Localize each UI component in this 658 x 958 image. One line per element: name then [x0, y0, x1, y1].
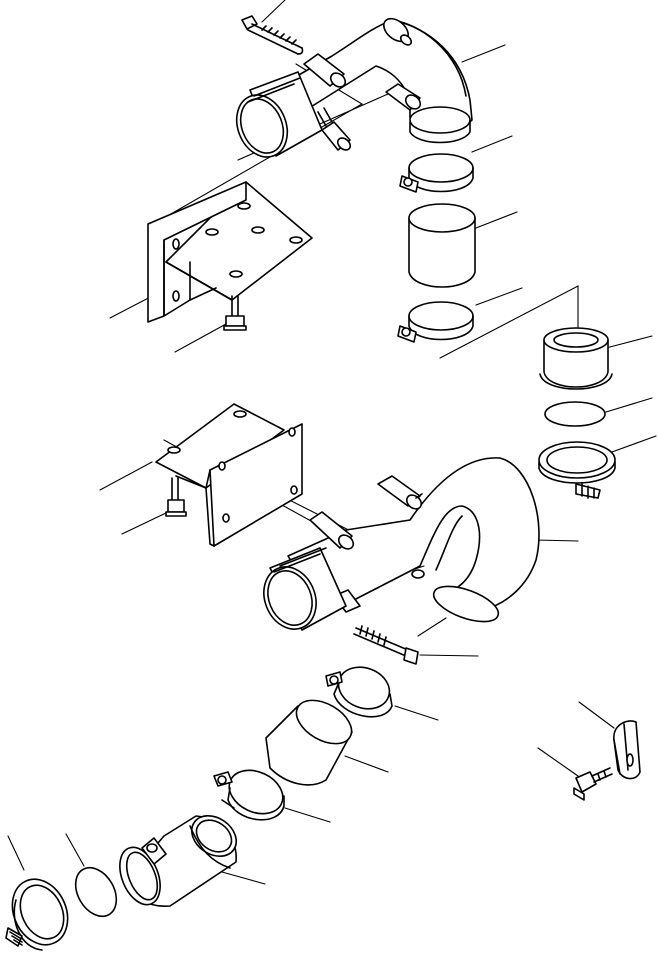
lower-bolt [353, 625, 419, 665]
leader-lines [7, 0, 657, 885]
leader-line [65, 833, 85, 867]
leader-line [475, 287, 523, 306]
lower-hose-clamp-top [325, 666, 393, 718]
leader-line [471, 135, 513, 153]
leader-line [534, 539, 579, 542]
upper-hose-clamp-bottom [397, 301, 474, 343]
lower-bracket [155, 403, 303, 547]
lower-elbow-pipe [263, 457, 540, 631]
leader-line [475, 211, 518, 229]
bottom-elbow-adapter [119, 815, 238, 907]
leader-line [419, 654, 479, 657]
clip-bolt [573, 767, 613, 801]
bottom-gasket [74, 866, 118, 918]
leader-line [344, 755, 389, 773]
leader-line [99, 461, 153, 491]
leader-line [537, 747, 579, 777]
upper-hose-sleeve [408, 203, 476, 288]
bottom-v-clamp [5, 878, 69, 951]
lower-bracket-bolt [165, 477, 187, 517]
assembly-line [439, 285, 579, 359]
leader-line [605, 335, 653, 349]
leader-line [605, 397, 653, 413]
upper-elbow-pipe [235, 17, 473, 158]
upper-bolt [241, 15, 304, 55]
leader-line [261, 0, 286, 23]
leader-line [121, 511, 169, 535]
leader-line [7, 835, 25, 871]
leader-line [611, 435, 657, 453]
upper-bracket [147, 181, 313, 323]
leader-line [221, 871, 266, 885]
right-adapter-flange [539, 327, 613, 390]
leader-line [417, 617, 447, 637]
leader-line [284, 807, 331, 823]
leader-line [394, 705, 439, 721]
clip [613, 720, 641, 780]
right-gasket [544, 401, 606, 427]
upper-bracket-bolt [223, 295, 247, 331]
lower-hose-clamp-bottom [213, 769, 285, 821]
right-v-clamp [538, 441, 616, 499]
leader-line [578, 701, 615, 729]
leader-line [461, 44, 506, 63]
leader-line [174, 323, 227, 353]
lower-hose-sleeve [265, 699, 353, 786]
upper-hose-clamp-top [399, 153, 474, 193]
